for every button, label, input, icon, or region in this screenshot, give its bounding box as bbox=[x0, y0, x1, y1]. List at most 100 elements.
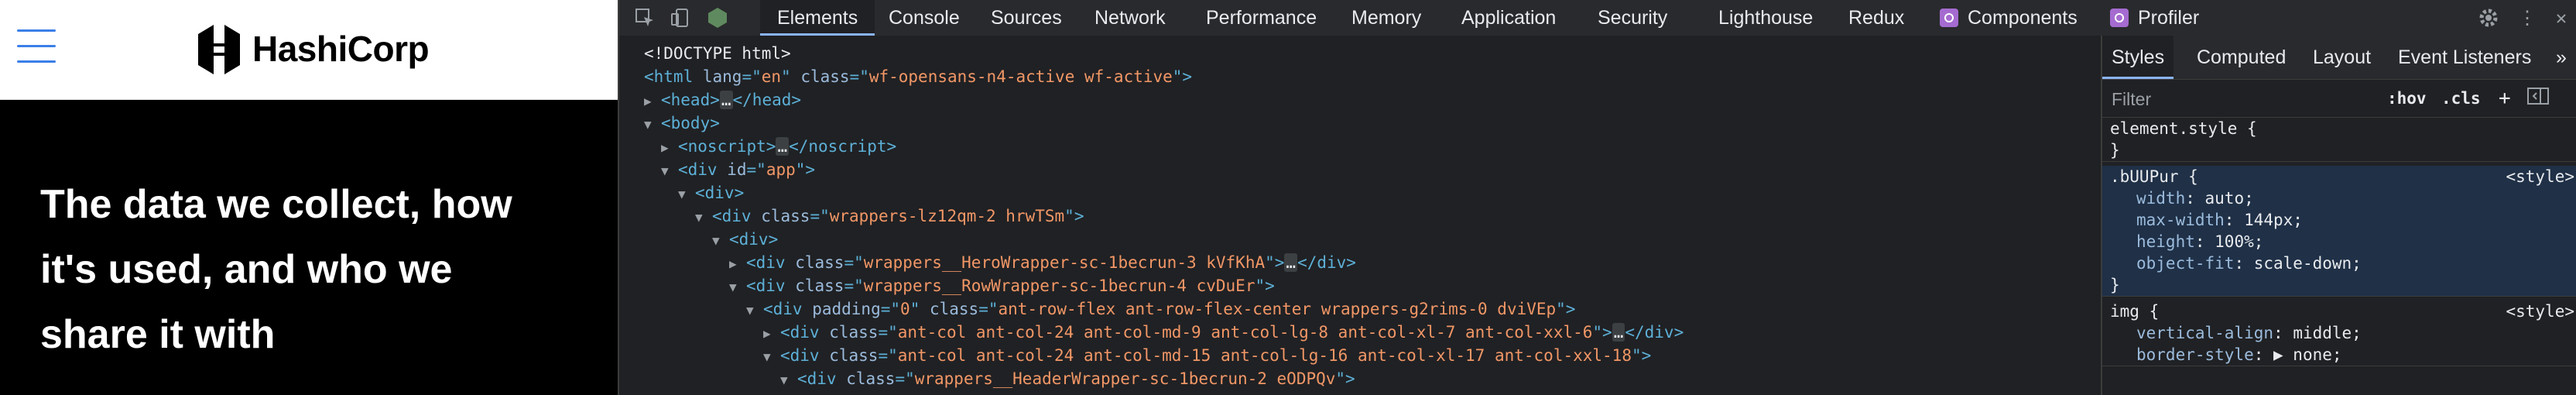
tab-computed[interactable]: Computed bbox=[2197, 46, 2287, 68]
tab-network[interactable]: Network bbox=[1094, 7, 1166, 29]
expand-arrow-icon[interactable]: ▶ bbox=[763, 326, 771, 341]
dom-node-line[interactable]: ▶<noscript>…</noscript> bbox=[661, 135, 896, 158]
dom-node-line[interactable]: ▼<div id="app"> bbox=[661, 158, 815, 181]
dom-node-line[interactable]: ▶<head>…</head> bbox=[644, 88, 801, 112]
collapse-arrow-icon[interactable]: ▼ bbox=[678, 187, 686, 201]
dom-node-line[interactable]: ▶<div class="ant-col ant-col-24 ant-col-… bbox=[763, 321, 1684, 344]
tab-event-listeners[interactable]: Event Listeners bbox=[2398, 46, 2532, 68]
rule-selector: element.style { bbox=[2110, 119, 2257, 138]
close-devtools-icon[interactable]: ✕ bbox=[2555, 7, 2567, 29]
extension-hexagon-icon[interactable] bbox=[706, 6, 729, 29]
dom-node-line[interactable]: <!DOCTYPE html> bbox=[644, 42, 791, 65]
elements-tree: <!DOCTYPE html><html lang="en" class="wf… bbox=[619, 36, 2101, 395]
expand-arrow-icon[interactable]: ▶ bbox=[729, 256, 737, 271]
rule-source-link[interactable]: <style> bbox=[2506, 302, 2574, 321]
style-property[interactable]: max-width: 144px; bbox=[2110, 209, 2576, 231]
styles-filter-input[interactable] bbox=[2110, 84, 2345, 114]
collapsed-ellipsis[interactable]: … bbox=[719, 91, 733, 109]
dom-node-line[interactable]: ▼<div> bbox=[678, 181, 744, 204]
hashicorp-logo[interactable]: HashiCorp bbox=[195, 23, 430, 74]
dom-token: "> bbox=[1255, 276, 1275, 295]
tab-components[interactable]: Components bbox=[1923, 0, 2095, 36]
device-toolbar-icon[interactable] bbox=[669, 6, 692, 29]
tab-elements[interactable]: Elements bbox=[760, 0, 875, 36]
collapse-arrow-icon[interactable]: ▼ bbox=[746, 303, 754, 318]
collapse-arrow-icon[interactable]: ▼ bbox=[661, 163, 669, 178]
dom-token: ant-row-flex ant-row-flex-center wrapper… bbox=[998, 300, 1557, 318]
dom-token: 0 bbox=[900, 300, 910, 318]
collapsed-ellipsis[interactable]: … bbox=[776, 137, 790, 156]
dom-node-line[interactable]: <html lang="en" class="wf-opensans-n4-ac… bbox=[644, 65, 1192, 88]
devtools-panel: Elements Console Sources Network Perform… bbox=[618, 0, 2576, 395]
more-options-icon[interactable]: ⋮ bbox=[2518, 7, 2537, 29]
react-icon bbox=[2110, 9, 2129, 27]
dom-token: ant-col ant-col-24 ant-col-md-15 ant-col… bbox=[897, 346, 1632, 365]
tab-sources[interactable]: Sources bbox=[991, 7, 1062, 29]
dom-token: class bbox=[829, 323, 879, 342]
dom-token: "> bbox=[1631, 346, 1652, 365]
tab-console[interactable]: Console bbox=[889, 7, 960, 29]
collapse-arrow-icon[interactable]: ▼ bbox=[729, 280, 737, 294]
style-rule[interactable]: .bUUPur {<style>width: auto;max-width: 1… bbox=[2102, 166, 2576, 297]
dom-node-line[interactable]: ▼<div class="wrappers__HeaderWrapper-sc-… bbox=[780, 367, 1355, 390]
collapse-arrow-icon[interactable]: ▼ bbox=[763, 349, 771, 364]
dom-token: =" bbox=[742, 67, 762, 86]
dom-node-line[interactable]: ▼<div padding="0" class="ant-row-flex an… bbox=[746, 297, 1575, 321]
expand-arrow-icon[interactable]: ▶ bbox=[661, 140, 669, 155]
dom-token: =" bbox=[878, 346, 898, 365]
settings-gear-icon[interactable] bbox=[2477, 6, 2500, 29]
dom-node-line[interactable]: ▼<div class="wrappers-lz12qm-2 hrwTSm"> bbox=[695, 204, 1084, 228]
tab-performance[interactable]: Performance bbox=[1206, 7, 1317, 29]
more-tabs-icon[interactable]: » bbox=[2556, 46, 2567, 68]
page-heading: The data we collect, how it's used, and … bbox=[40, 172, 598, 367]
toggle-sidebar-icon[interactable] bbox=[2526, 86, 2550, 111]
style-property[interactable]: height: 100%; bbox=[2110, 231, 2576, 252]
site-header: HashiCorp bbox=[0, 0, 618, 100]
tab-security[interactable]: Security bbox=[1598, 7, 1668, 29]
dom-node-line[interactable]: ▼<div> bbox=[712, 228, 778, 251]
collapsed-ellipsis[interactable]: … bbox=[1284, 253, 1298, 272]
dom-token: <div bbox=[712, 207, 762, 225]
style-property[interactable]: vertical-align: middle; bbox=[2110, 322, 2576, 344]
tab-application[interactable]: Application bbox=[1461, 7, 1557, 29]
dom-token: wrappers__HeaderWrapper-sc-1becrun-2 eOD… bbox=[914, 369, 1336, 388]
collapse-arrow-icon[interactable]: ▼ bbox=[644, 117, 652, 132]
collapsed-ellipsis[interactable]: … bbox=[1612, 323, 1625, 342]
tab-layout[interactable]: Layout bbox=[2313, 46, 2372, 68]
property-value: middle; bbox=[2293, 324, 2362, 342]
style-property[interactable]: border-style: ▶ none; bbox=[2110, 344, 2576, 366]
dom-node-line[interactable]: ▼<body> bbox=[644, 112, 720, 135]
dom-token: <div bbox=[763, 300, 813, 318]
dom-node-line[interactable]: ▼<div class="wrappers__RowWrapper-sc-1be… bbox=[729, 274, 1275, 297]
dom-token: class bbox=[800, 67, 850, 86]
dom-token: " bbox=[781, 67, 801, 86]
style-rule[interactable]: element.style {} bbox=[2102, 118, 2576, 162]
collapse-arrow-icon[interactable]: ▼ bbox=[780, 373, 788, 387]
dom-token: wrappers__RowWrapper-sc-1becrun-4 cvDuEr bbox=[863, 276, 1255, 295]
doctype-text: <!DOCTYPE html> bbox=[644, 44, 791, 63]
dom-token: wrappers__HeroWrapper-sc-1becrun-3 kVfKh… bbox=[863, 253, 1266, 272]
dom-node-line[interactable]: ▼<div class="ant-col ant-col-24 ant-col-… bbox=[763, 344, 1651, 367]
rule-source-link[interactable]: <style> bbox=[2506, 167, 2574, 186]
dom-node-line[interactable]: ▶<div class="wrappers__HeroWrapper-sc-1b… bbox=[729, 251, 1356, 274]
hamburger-menu-icon[interactable] bbox=[17, 29, 56, 64]
expand-arrow-icon[interactable]: ▶ bbox=[644, 94, 652, 108]
dom-token: =" bbox=[746, 160, 766, 179]
tab-redux[interactable]: Redux bbox=[1848, 7, 1905, 29]
style-property[interactable]: object-fit: scale-down; bbox=[2110, 252, 2576, 274]
style-property[interactable]: width: auto; bbox=[2110, 187, 2576, 209]
hover-state-toggle[interactable]: :hov bbox=[2387, 89, 2427, 108]
dom-token: padding bbox=[812, 300, 881, 318]
tab-lighthouse[interactable]: Lighthouse bbox=[1718, 7, 1814, 29]
dom-token: <head> bbox=[661, 91, 720, 109]
tab-styles[interactable]: Styles bbox=[2102, 36, 2174, 79]
collapse-arrow-icon[interactable]: ▼ bbox=[712, 233, 720, 248]
tab-memory[interactable]: Memory bbox=[1351, 7, 1422, 29]
collapse-arrow-icon[interactable]: ▼ bbox=[695, 210, 703, 225]
property-colon: : bbox=[2253, 345, 2274, 364]
style-rule[interactable]: img {<style>vertical-align: middle;borde… bbox=[2102, 301, 2576, 366]
add-rule-icon[interactable]: + bbox=[2499, 87, 2511, 110]
inspect-element-icon[interactable] bbox=[633, 6, 656, 29]
tab-profiler[interactable]: Profiler bbox=[2093, 0, 2216, 36]
class-toggle[interactable]: .cls bbox=[2441, 89, 2481, 108]
